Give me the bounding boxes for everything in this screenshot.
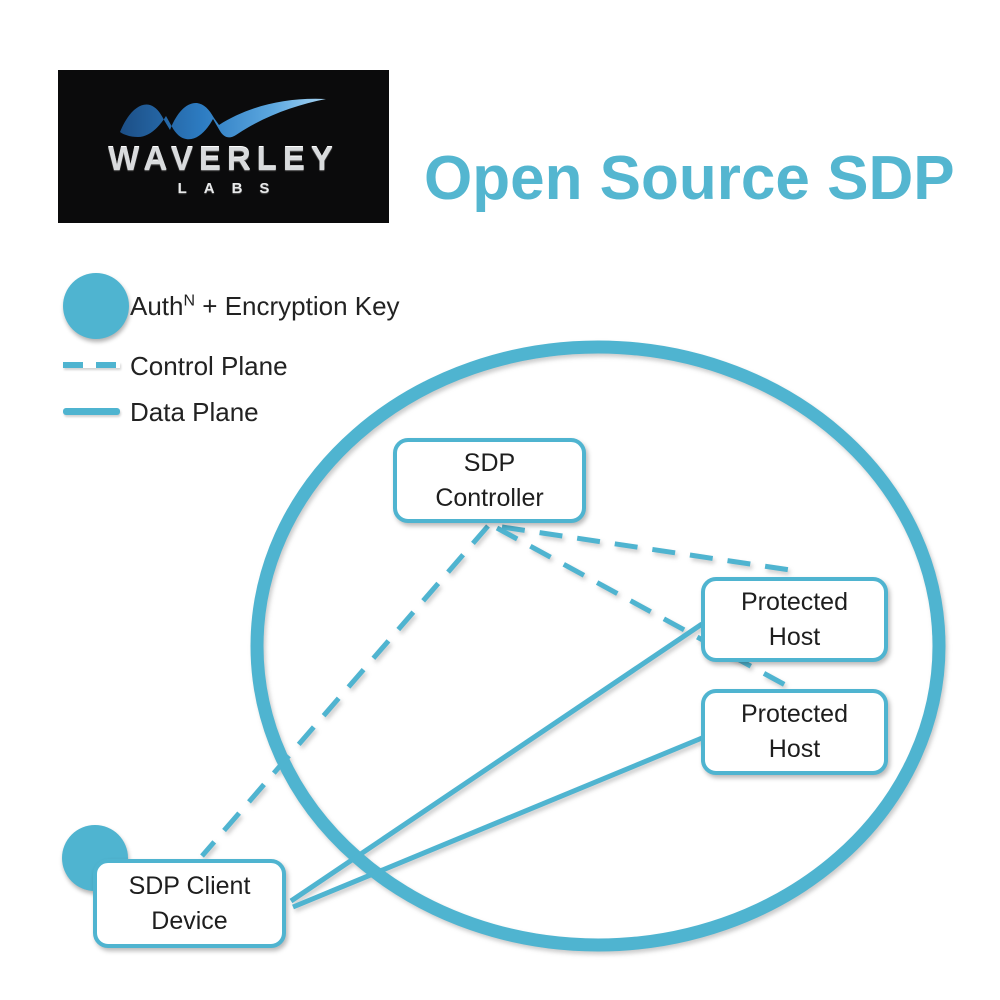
control-plane-line-controller-to-host1 (501, 524, 798, 574)
legend-data-plane-label: Data Plane (130, 397, 259, 427)
node-sdp-controller: SDP Controller (393, 438, 586, 523)
node-sdp-client-device-line1: SDP Client (128, 871, 251, 900)
node-sdp-controller-line1: SDP (463, 448, 516, 477)
legend-control-plane-dashed-line-icon (63, 362, 120, 368)
legend-auth-superscript: N (183, 292, 196, 310)
legend-auth-rest: + Encryption Key (195, 291, 400, 321)
node-protected-host-2-line1: Protected (740, 700, 848, 728)
logo-sub-text: LABS (177, 180, 287, 197)
node-protected-host-2-line2: Host (768, 735, 821, 763)
legend-auth-prefix: Auth (130, 291, 184, 321)
node-protected-host-1-line1: Protected (740, 587, 848, 616)
node-sdp-client-device-line2: Device (151, 906, 228, 935)
control-plane-line-controller-to-client (200, 524, 490, 858)
legend-auth-key-circle-icon (63, 273, 129, 339)
waverley-labs-logo: WAVERLEY LABS (58, 70, 389, 223)
legend-control-plane-label: Control Plane (130, 351, 288, 381)
wave-swoosh-icon (119, 98, 326, 140)
sdp-perimeter-circle (250, 340, 946, 952)
node-protected-host-1: Protected Host (701, 577, 888, 662)
logo-brand-text: WAVERLEY (108, 140, 339, 177)
node-sdp-controller-line2: Controller (435, 483, 544, 512)
data-plane-line-client-to-host1 (289, 621, 704, 904)
node-protected-host-2: Protected Host (701, 689, 888, 775)
data-plane-line-client-to-host2 (292, 735, 703, 910)
node-sdp-client-device: SDP Client Device (93, 859, 286, 948)
legend-auth-key-label: AuthN + Encryption Key (130, 291, 400, 322)
page-title: Open Source SDP (424, 144, 955, 213)
legend-data-plane-solid-line-icon (63, 408, 120, 415)
node-protected-host-1-line2: Host (768, 622, 821, 651)
